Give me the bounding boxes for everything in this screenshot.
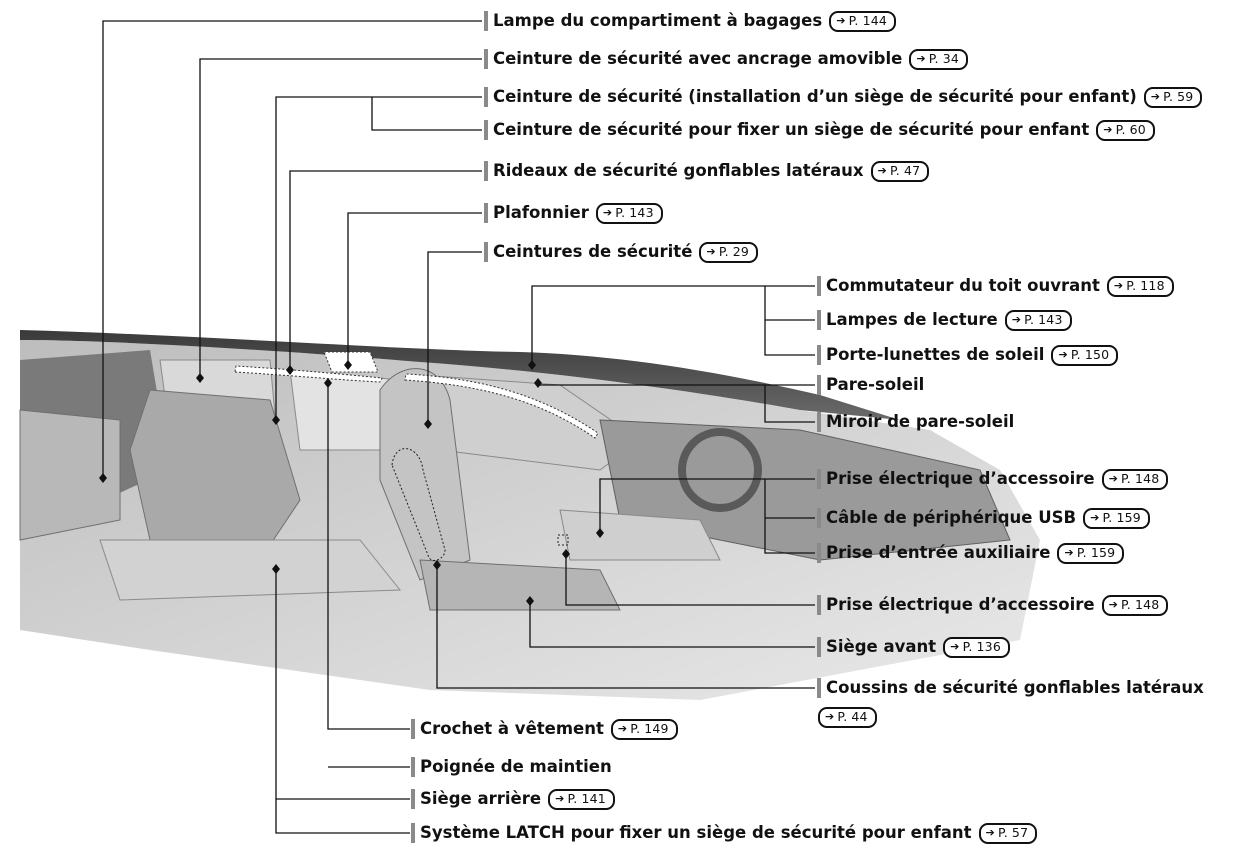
arrow-right-icon: ➔ — [555, 789, 564, 809]
page-ref-button[interactable]: ➔P.149 — [611, 719, 678, 740]
arrow-right-icon: ➔ — [1012, 310, 1021, 330]
ceiling-light-outline — [324, 352, 378, 372]
page-ref-button[interactable]: ➔P.150 — [1051, 345, 1118, 366]
label-cargo-area-light[interactable]: Lampe du compartiment à bagages ➔P.144 — [484, 10, 896, 32]
label-ceiling-light[interactable]: Plafonnier ➔P.143 — [484, 202, 663, 224]
arrow-right-icon: ➔ — [1114, 276, 1123, 296]
arrow-right-icon: ➔ — [986, 823, 995, 843]
page-ref-button[interactable]: ➔P.136 — [943, 637, 1010, 658]
label-text: Câble de périphérique USB — [826, 508, 1076, 528]
label-text: Coussins de sécurité gonflables latéraux — [826, 678, 1204, 698]
arrow-right-icon: ➔ — [1151, 87, 1160, 107]
label-text: Système LATCH pour fixer un siège de séc… — [420, 823, 972, 843]
label-sunglasses-holder[interactable]: Porte-lunettes de soleil ➔P.150 — [817, 344, 1118, 366]
arrow-right-icon: ➔ — [1109, 469, 1118, 489]
label-text: Prise électrique d’accessoire — [826, 469, 1095, 489]
page-ref-button[interactable]: ➔P.59 — [1144, 87, 1203, 108]
label-text: Commutateur du toit ouvrant — [826, 276, 1100, 296]
label-text: Lampe du compartiment à bagages — [493, 11, 822, 31]
label-seat-belts[interactable]: Ceintures de sécurité ➔P.29 — [484, 241, 758, 263]
page-ref-button[interactable]: ➔P.141 — [548, 789, 615, 810]
label-front-seat[interactable]: Siège avant ➔P.136 — [817, 636, 1010, 658]
arrow-right-icon: ➔ — [825, 707, 834, 727]
page-ref-button[interactable]: ➔P.118 — [1107, 276, 1174, 297]
label-side-airbags: Coussins de sécurité gonflables latéraux — [817, 677, 1204, 699]
arrow-right-icon: ➔ — [950, 637, 959, 657]
rear-seat — [130, 390, 300, 560]
page-ref-button[interactable]: ➔P.144 — [829, 11, 896, 32]
label-vanity-mirror: Miroir de pare-soleil — [817, 411, 1014, 433]
label-text: Ceinture de sécurité avec ancrage amovib… — [493, 49, 902, 69]
label-text: Siège avant — [826, 637, 936, 657]
label-text: Porte-lunettes de soleil — [826, 345, 1044, 365]
page-ref-button[interactable]: ➔P.29 — [699, 242, 758, 263]
arrow-right-icon: ➔ — [1103, 120, 1112, 140]
page-ref-button[interactable]: ➔P.44 — [818, 707, 877, 728]
arrow-right-icon: ➔ — [603, 203, 612, 223]
label-rear-seat[interactable]: Siège arrière ➔P.141 — [411, 788, 615, 810]
arrow-right-icon: ➔ — [878, 161, 887, 181]
label-text: Pare-soleil — [826, 375, 924, 395]
label-seat-belt-detachable-anchor[interactable]: Ceinture de sécurité avec ancrage amovib… — [484, 48, 968, 70]
label-grab-handle: Poignée de maintien — [411, 756, 612, 778]
arrow-right-icon: ➔ — [836, 11, 845, 31]
label-text: Ceinture de sécurité (installation d’un … — [493, 87, 1137, 107]
label-accessory-power-socket-1[interactable]: Prise électrique d’accessoire ➔P.148 — [817, 468, 1168, 490]
label-side-airbags-ref[interactable]: ➔P.44 — [818, 706, 877, 728]
page-ref-button[interactable]: ➔P.159 — [1083, 508, 1150, 529]
label-text: Prise d’entrée auxiliaire — [826, 543, 1050, 563]
label-seat-belt-child-seat-install[interactable]: Ceinture de sécurité (installation d’un … — [484, 86, 1202, 108]
arrow-right-icon: ➔ — [1058, 345, 1067, 365]
page-ref-button[interactable]: ➔P.143 — [596, 203, 663, 224]
label-text: Ceinture de sécurité pour fixer un siège… — [493, 120, 1089, 140]
page-ref-button[interactable]: ➔P.148 — [1102, 469, 1169, 490]
page-ref-button[interactable]: ➔P.60 — [1096, 120, 1155, 141]
label-seat-belt-child-seat-fix[interactable]: Ceinture de sécurité pour fixer un siège… — [484, 119, 1155, 141]
page-ref-button[interactable]: ➔P.57 — [979, 823, 1038, 844]
label-text: Miroir de pare-soleil — [826, 412, 1014, 432]
label-sun-visor: Pare-soleil — [817, 374, 924, 396]
arrow-right-icon: ➔ — [1090, 508, 1099, 528]
label-text: Lampes de lecture — [826, 310, 998, 330]
label-accessory-power-socket-2[interactable]: Prise électrique d’accessoire ➔P.148 — [817, 594, 1168, 616]
label-text: Rideaux de sécurité gonflables latéraux — [493, 161, 864, 181]
arrow-right-icon: ➔ — [1064, 543, 1073, 563]
label-text: Plafonnier — [493, 203, 589, 223]
label-text: Prise électrique d’accessoire — [826, 595, 1095, 615]
arrow-right-icon: ➔ — [618, 719, 627, 739]
arrow-right-icon: ➔ — [916, 49, 925, 69]
rear-seat-cushion — [100, 540, 400, 600]
label-text: Crochet à vêtement — [420, 719, 604, 739]
arrow-right-icon: ➔ — [706, 242, 715, 262]
page-ref-button[interactable]: ➔P.159 — [1057, 543, 1124, 564]
label-text: Ceintures de sécurité — [493, 242, 692, 262]
door-panel — [20, 410, 120, 540]
label-latch-system[interactable]: Système LATCH pour fixer un siège de séc… — [411, 822, 1037, 844]
page-ref-button[interactable]: ➔P.143 — [1005, 310, 1072, 331]
label-text: Poignée de maintien — [420, 757, 612, 777]
label-usb-adapter-cable[interactable]: Câble de périphérique USB ➔P.159 — [817, 507, 1150, 529]
label-side-curtain-airbags[interactable]: Rideaux de sécurité gonflables latéraux ➔… — [484, 160, 929, 182]
label-moonroof-switch[interactable]: Commutateur du toit ouvrant ➔P.118 — [817, 275, 1174, 297]
label-coat-hook[interactable]: Crochet à vêtement ➔P.149 — [411, 718, 678, 740]
label-map-lights[interactable]: Lampes de lecture ➔P.143 — [817, 309, 1072, 331]
label-auxiliary-input-jack[interactable]: Prise d’entrée auxiliaire ➔P.159 — [817, 542, 1124, 564]
label-text: Siège arrière — [420, 789, 541, 809]
page-ref-button[interactable]: ➔P.148 — [1102, 595, 1169, 616]
page-ref-button[interactable]: ➔P.47 — [871, 161, 930, 182]
page-ref-button[interactable]: ➔P.34 — [909, 49, 968, 70]
arrow-right-icon: ➔ — [1109, 595, 1118, 615]
